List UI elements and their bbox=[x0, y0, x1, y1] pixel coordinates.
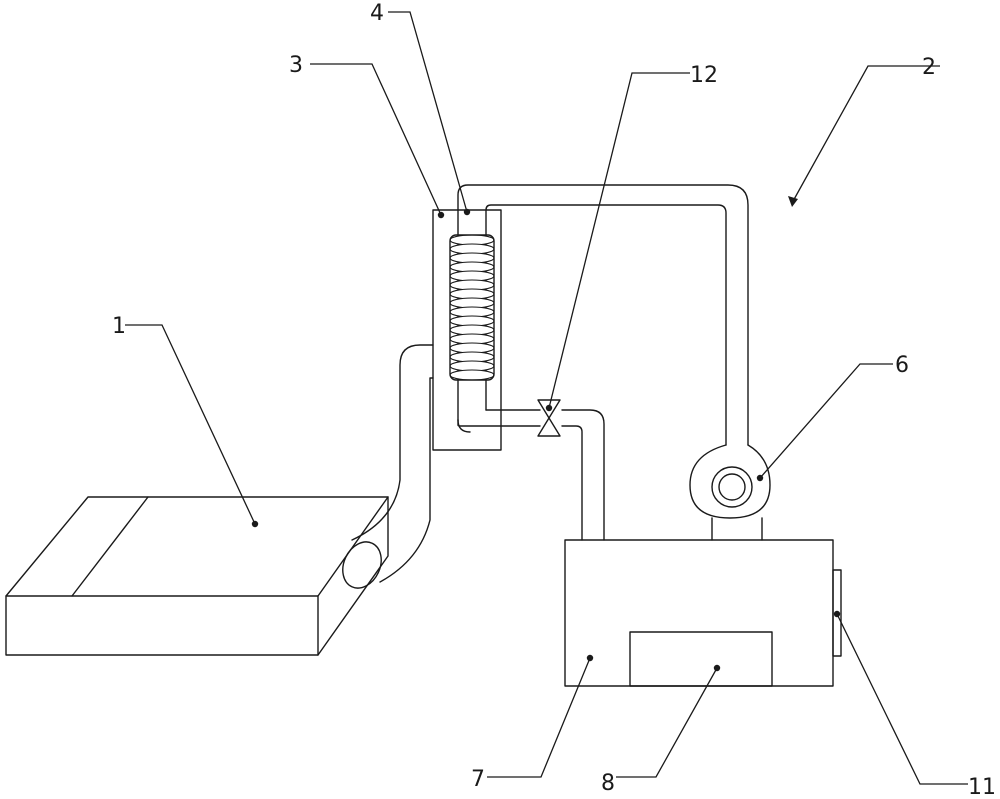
component-4-coil bbox=[449, 184, 749, 446]
label-6: 6 bbox=[895, 353, 909, 378]
component-8-panel bbox=[629, 631, 773, 687]
labels: 1 2 3 4 12 6 7 8 11 bbox=[112, 1, 996, 799]
component-1-box bbox=[5, 344, 434, 656]
component-11-side-plate bbox=[832, 569, 842, 657]
component-6-blower bbox=[689, 444, 771, 541]
label-4: 4 bbox=[370, 1, 384, 26]
return-pipe bbox=[457, 409, 605, 541]
label-1: 1 bbox=[112, 314, 126, 339]
label-2: 2 bbox=[922, 55, 936, 80]
component-12-valve bbox=[537, 399, 561, 437]
label-8: 8 bbox=[601, 771, 615, 796]
leader-lines bbox=[125, 11, 968, 785]
label-11: 11 bbox=[968, 775, 996, 799]
label-12: 12 bbox=[690, 63, 718, 88]
label-7: 7 bbox=[471, 767, 485, 792]
label-3: 3 bbox=[289, 53, 303, 78]
component-7-base-unit bbox=[564, 539, 834, 687]
